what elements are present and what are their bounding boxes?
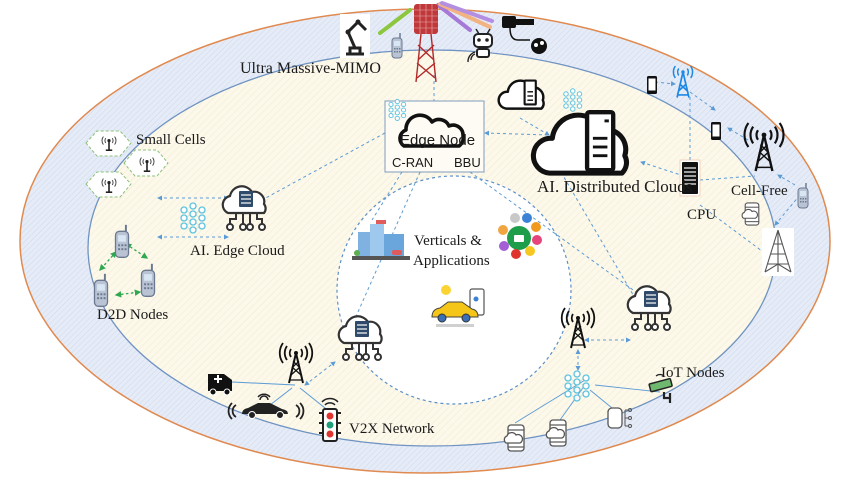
cctv-camera-icon: [648, 373, 673, 403]
ai-distributed-clouds: [497, 79, 627, 174]
c-ran-label: C-RAN: [392, 155, 434, 170]
small-cell-antenna-icon: [98, 174, 120, 196]
lattice-tower-icon: [762, 228, 794, 276]
massive-mimo-tower-icon: [378, 1, 494, 83]
edge-node-label: Edge Node: [400, 132, 476, 149]
iot-apps-icon: [498, 213, 542, 259]
d2d-nodes-label: D2D Nodes: [97, 307, 169, 323]
v2x-network-label: V2X Network: [349, 421, 435, 437]
antenna-tower-icon: [672, 65, 694, 98]
vr-headset-icon: [502, 16, 547, 54]
small-cloud-server-icon: [497, 79, 545, 110]
iot-links: [514, 379, 661, 424]
smartphone-icon: [647, 76, 657, 94]
bbu-label: BBU: [454, 155, 481, 170]
small-cell-antenna-icon: [98, 132, 120, 154]
smart-car-icon: [431, 285, 485, 327]
ai-distributed-clouds-label: AI. Distributed Clouds: [537, 177, 693, 196]
edge-node-cloud-icon: [398, 113, 465, 148]
small-cells-label: Small Cells: [136, 132, 206, 148]
cpu-label: CPU: [687, 207, 717, 223]
ultra-massive-mimo-label: Ultra Massive-MIMO: [240, 60, 381, 77]
server-cpu-icon: [679, 159, 701, 197]
verticals-label: Verticals &: [414, 233, 482, 249]
robot-arm-icon: [340, 14, 370, 58]
ai-edge-cloud-label: AI. Edge Cloud: [190, 243, 285, 259]
applications-label: Applications: [413, 253, 490, 269]
smartwatch-icon: [607, 407, 632, 429]
traffic-light-icon: [319, 397, 341, 442]
robot-icon: [467, 28, 493, 63]
cell-free-label: Cell-Free: [731, 183, 788, 199]
d2d-links: [99, 243, 149, 298]
small-cell-antenna-icon: [136, 153, 158, 175]
smartphone-icon: [711, 122, 721, 140]
car-icon: [227, 393, 305, 420]
ambulance-icon: [208, 374, 232, 396]
cloud-server-icon: [533, 110, 626, 173]
edge-node-box: [384, 99, 485, 173]
smart-city-icon: [352, 220, 410, 260]
small-cells: [85, 130, 169, 198]
iot-nodes-label: IoT Nodes: [661, 365, 725, 381]
core-ring: [336, 175, 572, 405]
